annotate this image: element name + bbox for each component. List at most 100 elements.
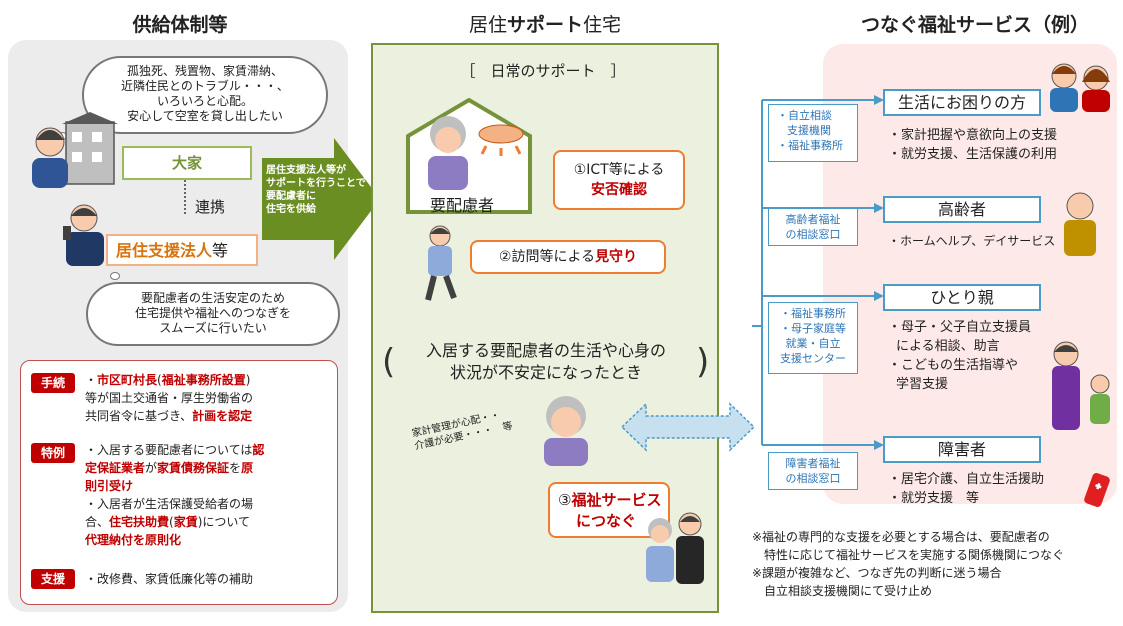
org-line: 就業・自立 [785,337,841,350]
rule-line: 共同省令に基づき、計画を認定 [85,407,315,425]
rule-run: ( [169,515,174,529]
callout2-pre: ②訪問等による [498,249,596,265]
arrow-line: サポートを行うことで [266,178,366,189]
center-title-pre: 居住 [468,14,507,36]
org-line: ・母子家庭等 [780,322,846,335]
rule-text-support: ・改修費、家賃低廉化等の補助 [85,570,315,588]
note-line: ※課題が複雑など、つなぎ先の判断に迷う場合 [752,566,1002,580]
rule-tag-support: 支援 [31,569,75,589]
note-line: 自立相談支援機関にて受け止め [764,584,933,598]
center-title-bold: サポート [506,14,583,36]
org-line: ・福祉事務所 [780,307,846,320]
visitor-illustration [425,225,457,301]
help-mark-icon [1084,473,1110,507]
welfare-connect-callout: ③福祉サービス につなぐ [548,482,670,538]
service-line: ・就労支援、生活保護の利用 [888,147,1058,162]
rule-line: ・入居する要配慮者については認 [85,441,315,459]
landlord-illustration [32,112,118,188]
rule-line: 合、住宅扶助費(家賃)について [85,513,315,531]
arrow-line: 要配慮者に [266,191,316,202]
org-line: ・福祉事務所 [777,139,843,152]
service-head-single-parent: ひとり親 [883,284,1041,311]
service-body-needy: ・家計把握や意欲向上の支援 ・就労支援、生活保護の利用 [888,126,1057,164]
elderly-woman-illustration [428,116,468,190]
rule-emphasis: 家賃 [173,515,198,529]
org-line: 支援センター [780,352,846,365]
service-head-elderly: 高齢者 [883,196,1041,223]
support-org-name: 居住支援法人 [116,241,213,260]
rule-emphasis: 代理納付を原則化 [85,533,182,547]
right-title: つなぐ福祉サービス（例） [860,14,1089,36]
rule-run: ・入居する要配慮者については [85,443,253,457]
service-head-needy: 生活にお困りの方 [883,89,1041,116]
cloud-line: 安心して空室を貸し出したい [127,109,283,123]
org-line: 障害者福祉 [785,457,841,470]
rule-line: 定保証業者が家賃債務保証を原 [85,459,315,477]
worry-etc: 等 [501,420,514,434]
support-org-suffix: 等 [212,241,229,260]
supply-arrow-text: 居住支援法人等が サポートを行うことで 要配慮者に 住宅を供給 [266,164,386,216]
org-line: 高齢者福祉 [785,213,841,226]
unstable-bracket-left: ( [382,342,396,382]
rule-line: 代理納付を原則化 [85,531,315,549]
rule-run: ( [157,373,162,387]
worried-woman-illustration [544,396,588,466]
service-body-single-parent: ・母子・父子自立支援員 による相談、助言 ・こどもの生活指導や 学習支援 [888,318,1031,394]
service-line: ・母子・父子自立支援員 [888,320,1032,335]
org-line: の相談窓口 [785,472,841,485]
rule-run: ・入居者が生活保護受給者の場 [85,497,254,511]
support-org-box: 居住支援法人等 [106,234,258,266]
couple-illustration [1050,63,1110,112]
service-body-elderly: ・ホームヘルプ、デイサービス [888,232,1055,251]
rule-emphasis: 定保証業者 [85,461,146,475]
rule-run: 合、 [85,515,110,529]
owner-worry-cloud: 孤独死、残置物、家賃滞納、 近隣住民とのトラブル・・・、 いろいろと心配。 安心… [82,56,328,134]
rules-box: 手続 ・市区町村長(福祉事務所設置)等が国土交通省・厚生労働省の共同省令に基づき… [20,360,338,605]
callout1-pre: ①ICT等による [573,162,665,178]
rule-run: 共同省令に基づき、 [85,409,193,423]
watch-callout: ②訪問等による見守り [470,240,666,274]
cloud-line: スムーズに行いたい [159,321,267,335]
link-dotted-line [184,180,186,214]
daily-support-label: ［ 日常のサポート ］ [460,62,626,80]
rule-run: ・ [85,373,98,387]
center-title-post: 住宅 [583,14,622,36]
cloud-line: いろいろと心配。 [156,94,253,108]
callout3-red-2: につなぐ [576,512,637,530]
service-line: ・ホームヘルプ、デイサービス [888,234,1056,248]
org-box-self-reliance: ・自立相談 支援機関 ・福祉事務所 [768,104,858,162]
rule-emphasis: 福祉事務所設置 [161,373,246,387]
rule-run: を [229,461,242,475]
rule-tag-exception: 特例 [31,443,75,463]
callout3-red-1: 福祉サービス [571,491,662,509]
rule-line: 則引受け [85,477,315,495]
org-line: ・自立相談 [777,109,832,122]
notes: ※福祉の専門的な支援を必要とする場合は、要配慮者の 特性に応じて福祉サービスを実… [752,528,1122,600]
service-line: ・就労支援 等 [888,491,980,506]
note-line: 特性に応じて福祉サービスを実施する関係機関につなぐ [764,548,1065,562]
callout2-red: 見守り [595,249,638,265]
org-box-single-parent: ・福祉事務所 ・母子家庭等 就業・自立 支援センター [768,302,858,374]
service-line: 学習支援 [896,377,949,392]
person-label: 要配慮者 [430,196,495,215]
sensor-device-icon [478,124,524,156]
rule-line: ・入居者が生活保護受給者の場 [85,495,315,513]
org-box-disability: 障害者福祉 の相談窓口 [768,452,858,490]
callout1-red: 安否確認 [591,182,647,198]
link-label: 連携 [195,198,226,216]
rule-run: が [145,461,158,475]
service-body-disability: ・居宅介護、自立生活援助 ・就労支援 等 [888,470,1044,508]
rule-line: ・改修費、家賃低廉化等の補助 [85,570,315,588]
service-head-disability: 障害者 [883,436,1041,463]
connect-double-arrow [620,402,756,452]
org-box-elderly: 高齢者福祉 の相談窓口 [768,208,858,246]
org-line: 支援機関 [787,124,831,137]
rule-run: 等が国土交通省・厚生労働省の [85,391,254,405]
org-line: の相談窓口 [785,228,841,241]
callout3-line1: ③福祉サービス [558,490,668,511]
arrow-line: 居住支援法人等が [266,165,346,176]
cloud-tail-dot [110,272,120,280]
unstable-line: 入居する要配慮者の生活や心身の [425,341,666,360]
note-line: ※福祉の専門的な支援を必要とする場合は、要配慮者の [752,530,1050,544]
center-title: 居住サポート住宅 [371,10,719,37]
